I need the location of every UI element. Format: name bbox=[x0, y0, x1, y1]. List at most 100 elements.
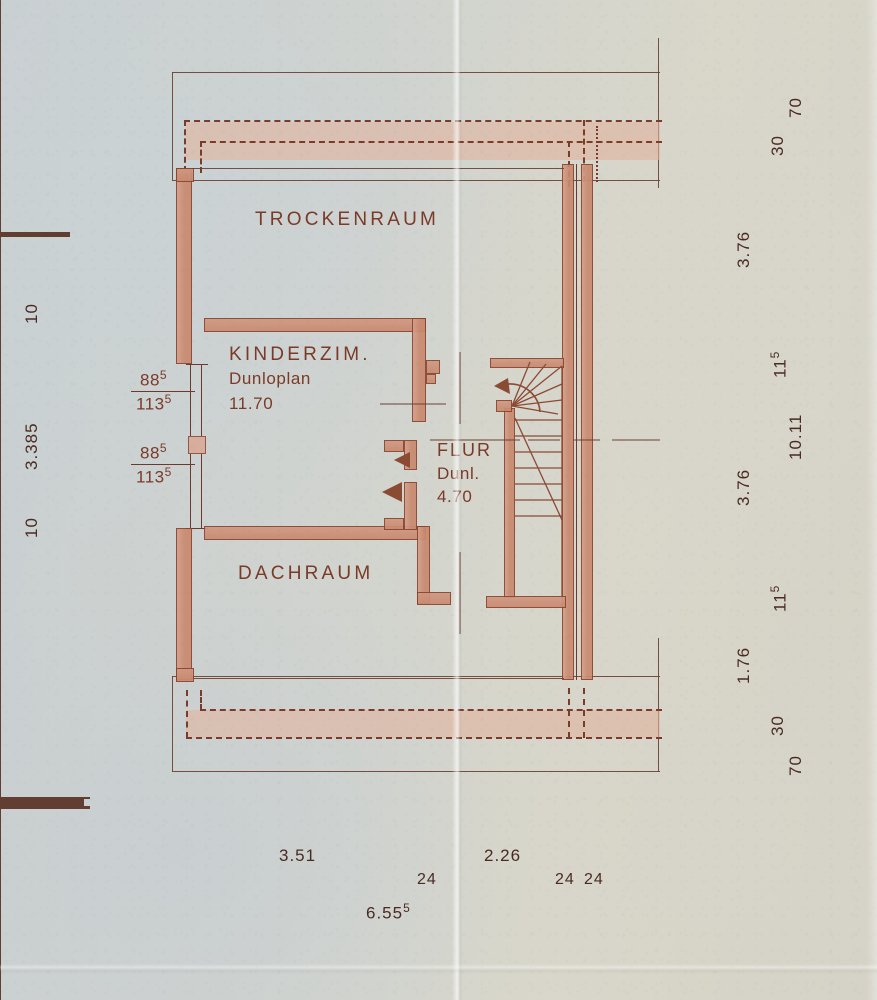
bottom-dim-24-b-value: 24 bbox=[555, 871, 575, 888]
left-dim-10-bottom: 10 bbox=[22, 517, 42, 538]
right-dim-30-bottom: 30 bbox=[768, 715, 788, 736]
window-upper-sill-top bbox=[186, 364, 208, 366]
roof-dash-top-inner bbox=[200, 141, 662, 143]
roof-dash-left-inner-bottom bbox=[200, 690, 202, 710]
partition-kinderzim-north bbox=[204, 318, 426, 332]
right-inner-tick-2c bbox=[0, 801, 84, 803]
bottom-dim-24-c: 24 bbox=[584, 871, 604, 889]
window-lower-sill-bottom bbox=[186, 528, 208, 530]
right-inner-tick-1b bbox=[0, 797, 90, 800]
roof-dash-top-outer bbox=[184, 120, 662, 122]
left-dim-tick-top-b bbox=[0, 233, 70, 235]
right-inner-tick-3c bbox=[0, 805, 84, 807]
outline-left-bottom bbox=[172, 676, 174, 772]
outline-right-top bbox=[658, 38, 660, 188]
left-dim-10-top: 10 bbox=[22, 303, 42, 324]
roof-dash-bottom-outer bbox=[186, 737, 662, 739]
outline-top bbox=[172, 72, 660, 74]
right-dim-115-top-value: 11 bbox=[770, 358, 790, 378]
right-inner-tick-3a bbox=[0, 802, 84, 804]
outline-bottom bbox=[172, 771, 660, 773]
right-inner-tick-4b bbox=[0, 807, 90, 809]
right-dim-1011-value: 10.11 bbox=[786, 413, 805, 460]
exterior-wall-left-pier bbox=[188, 436, 206, 454]
door-swing-arrow-lower bbox=[382, 482, 402, 502]
window-lower-width: 88 bbox=[140, 443, 160, 463]
window-upper-label-rule bbox=[131, 391, 195, 393]
partition-flur-west-lower bbox=[404, 482, 417, 530]
left-dim-tick-bottom-b bbox=[0, 235, 70, 237]
bottom-dim-24-c-value: 24 bbox=[584, 871, 604, 888]
exterior-wall-left-lower bbox=[176, 528, 192, 680]
stair-up-arrow bbox=[494, 378, 510, 394]
room-label-kinderzim: KINDERZIM. bbox=[229, 344, 371, 365]
room-label-flur: FLUR bbox=[437, 440, 493, 460]
left-dim-3385-value: 3.385 bbox=[22, 422, 41, 470]
roof-dash-left-outer-top bbox=[184, 120, 186, 172]
window-lower-height-sup: 5 bbox=[164, 465, 172, 479]
window-lower-label-rule bbox=[131, 464, 195, 466]
roof-dash-left-outer-bottom bbox=[186, 690, 188, 738]
window-lower-jamb-outer bbox=[190, 454, 192, 528]
party-wall-joint-line bbox=[576, 164, 578, 680]
right-dim-176-value: 1.76 bbox=[734, 646, 753, 684]
room-area-kinderzim: 11.70 bbox=[229, 394, 274, 413]
bottom-dim-total: 6.555 bbox=[366, 901, 411, 924]
window-upper-width-sup: 5 bbox=[159, 368, 168, 382]
right-dim-30-bottom-value: 30 bbox=[768, 715, 787, 736]
roof-dash-mid-b-bottom bbox=[583, 688, 585, 738]
right-dim-70-top-value: 70 bbox=[786, 97, 805, 118]
party-wall-right-outer bbox=[581, 164, 593, 680]
exterior-wall-top-stub bbox=[176, 168, 194, 182]
bottom-dim-total-value: 6.55 bbox=[366, 903, 404, 923]
left-dim-10-bottom-value: 10 bbox=[22, 517, 41, 538]
right-dim-115-top: 115 bbox=[768, 351, 791, 378]
roof-dash-mid-b-top bbox=[583, 120, 585, 182]
window-lower-jamb-inner bbox=[201, 454, 203, 528]
room-area-flur: 4.70 bbox=[437, 487, 473, 506]
window-upper-width: 88 bbox=[140, 370, 160, 390]
right-dim-70-bottom-value: 70 bbox=[786, 755, 805, 776]
partition-flur-west-stub-top bbox=[384, 440, 404, 452]
window-upper-height-sup: 5 bbox=[164, 392, 172, 406]
bottom-dim-351: 3.51 bbox=[279, 846, 316, 866]
exterior-wall-bottom bbox=[176, 668, 194, 682]
left-dim-3385: 3.385 bbox=[22, 422, 42, 470]
room-sub-kinderzim: Dunloplan bbox=[229, 369, 311, 388]
right-outer-dim-line bbox=[0, 808, 2, 1000]
stair-landing-nib bbox=[496, 400, 512, 412]
left-dim-extension bbox=[0, 0, 2, 232]
window-upper-height: 113 bbox=[136, 394, 165, 414]
bottom-dim-351-value: 3.51 bbox=[279, 846, 317, 865]
left-dim-tick-top-a bbox=[0, 232, 70, 234]
bottom-dim-24-a-value: 24 bbox=[417, 871, 437, 888]
left-dim-tick-bottom-a bbox=[0, 234, 70, 236]
window-lower-width-sup: 5 bbox=[159, 441, 168, 455]
bottom-dim-24-a: 24 bbox=[417, 871, 437, 889]
left-dim-10-top-value: 10 bbox=[22, 303, 41, 324]
right-inner-tick-4a bbox=[0, 806, 90, 808]
bottom-dim-24-b: 24 bbox=[555, 871, 575, 889]
window-lower-height: 113 bbox=[136, 467, 165, 487]
stair-wall-south bbox=[486, 596, 566, 608]
right-dim-115-bottom: 115 bbox=[768, 585, 791, 612]
right-inner-tick-2b bbox=[0, 800, 84, 802]
roof-band-bottom bbox=[186, 710, 660, 738]
right-dim-376-bottom: 3.76 bbox=[734, 469, 754, 506]
right-dim-70-bottom: 70 bbox=[786, 755, 806, 776]
right-dim-30-top-value: 30 bbox=[768, 135, 787, 156]
exterior-wall-left-upper bbox=[176, 168, 192, 364]
outline-bottom-inner bbox=[172, 676, 660, 678]
roof-dash-left-inner-top bbox=[200, 141, 202, 173]
roof-dash-bottom-inner bbox=[200, 709, 662, 711]
right-inner-tick-2a bbox=[0, 799, 84, 801]
right-dim-70-top: 70 bbox=[786, 97, 806, 118]
partition-kinderzim-east bbox=[412, 318, 426, 422]
right-inner-tick-3b bbox=[0, 803, 84, 806]
right-dim-376-top-value: 3.76 bbox=[734, 230, 753, 268]
right-dim-115-top-sup: 5 bbox=[768, 350, 782, 359]
partition-flur-east-foot bbox=[417, 592, 451, 605]
right-dim-115-bottom-value: 11 bbox=[770, 592, 790, 612]
